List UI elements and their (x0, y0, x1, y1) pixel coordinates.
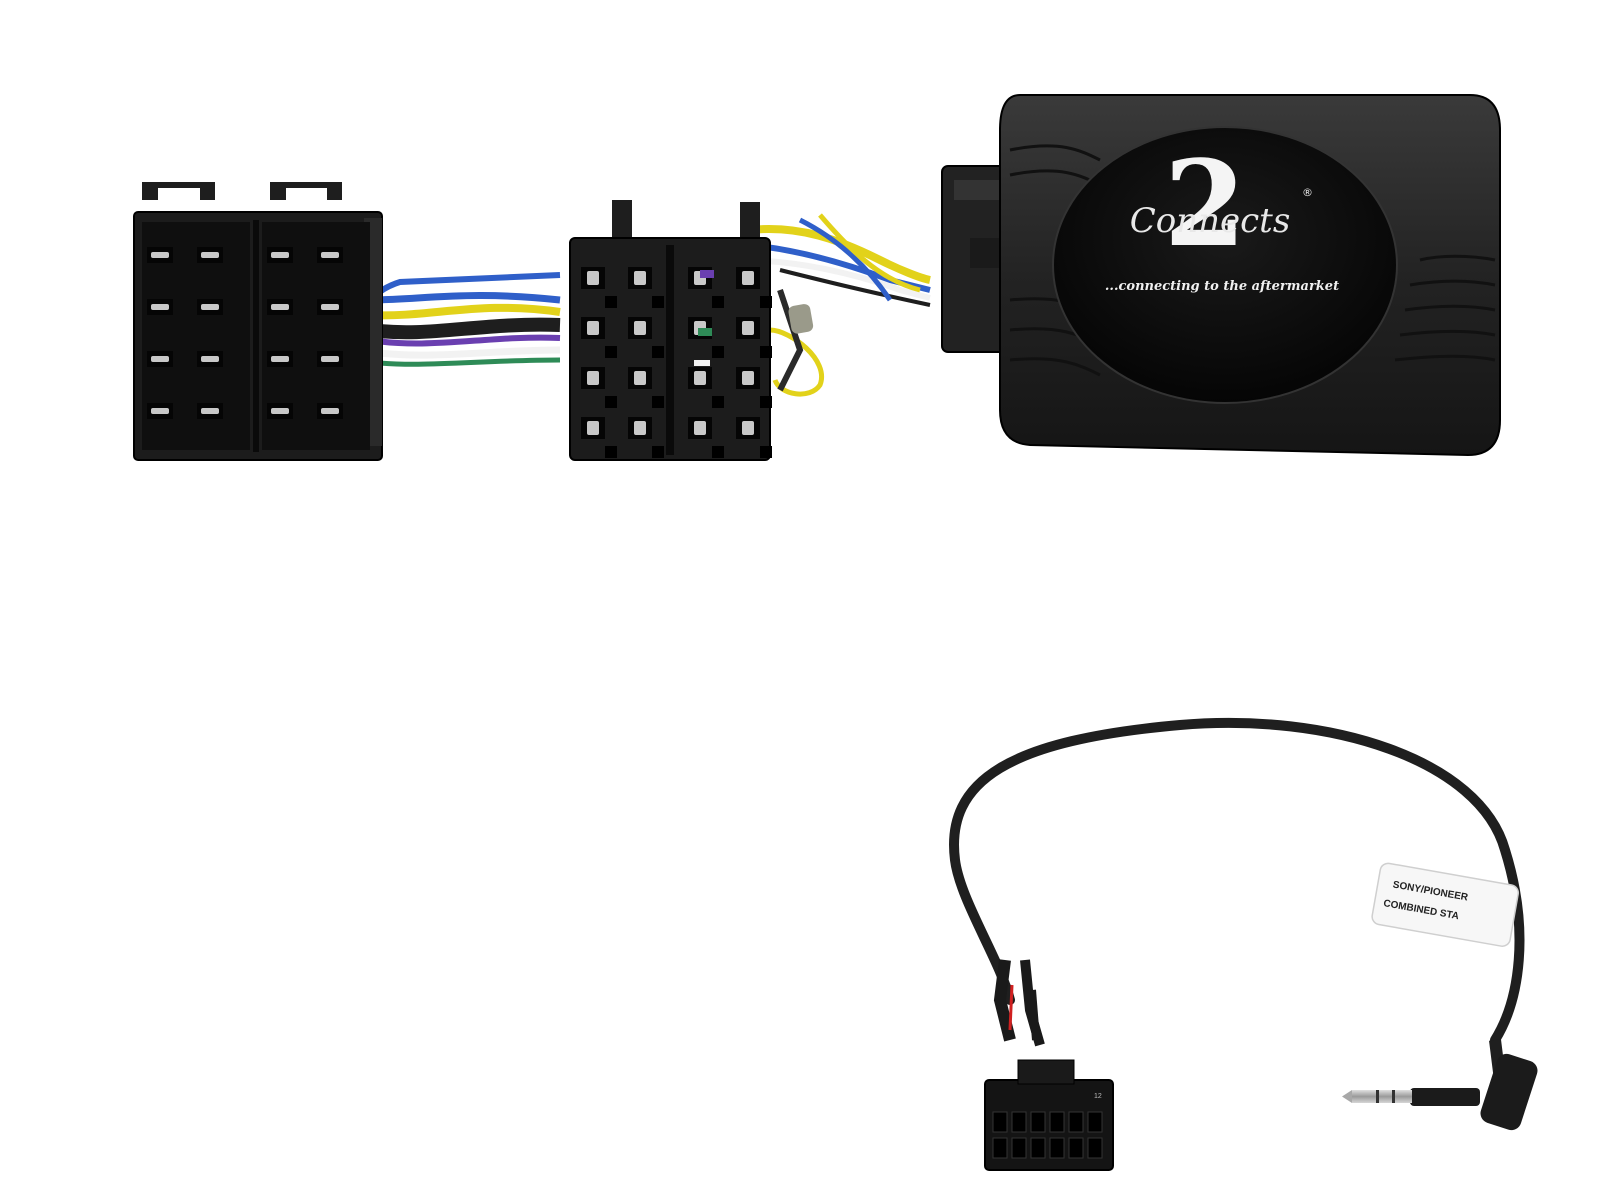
iso-pin (321, 356, 339, 362)
iso-pin (321, 408, 339, 414)
iso-keyhole (605, 396, 617, 408)
iso-pin (694, 421, 706, 435)
iso-pin (271, 356, 289, 362)
iso-pin (634, 321, 646, 335)
iso-pin (742, 321, 754, 335)
plug-pin-cell (1049, 1137, 1065, 1159)
logo-script: Connects (1130, 201, 1291, 241)
iso-pin (742, 371, 754, 385)
iso-pin (634, 271, 646, 285)
plug-pin-cell (1030, 1137, 1046, 1159)
plug-pin-label: 12 (1094, 1093, 1102, 1100)
iso-pin (587, 371, 599, 385)
iso-connector-large (133, 182, 383, 461)
iso-keyhole (652, 446, 664, 458)
iso-connector-small (569, 200, 772, 461)
interface-module: 2 Connects ® ...connecting to the afterm… (941, 94, 1501, 457)
iso-keyhole (712, 446, 724, 458)
iso-pin (321, 304, 339, 310)
iso-pin (201, 356, 219, 362)
iso-keyhole (760, 296, 772, 308)
iso-pin (634, 421, 646, 435)
iso-pin (587, 421, 599, 435)
plug-pin-cell (1068, 1137, 1084, 1159)
cable-label-tag: SONY/PIONEER COMBINED STA (1371, 862, 1519, 947)
iso-pin (201, 252, 219, 258)
iso-keyhole (760, 446, 772, 458)
plug-pin-cell (1030, 1111, 1046, 1133)
iso-keyhole (652, 396, 664, 408)
iso-keyhole (712, 396, 724, 408)
plug-pin-cell (1087, 1137, 1103, 1159)
iso-pin (151, 304, 169, 310)
iso-pin (271, 252, 289, 258)
iso-pin (201, 304, 219, 310)
plug-pin-cell (1011, 1111, 1027, 1133)
logo-two: 2 (1164, 134, 1246, 273)
iso-keyhole (605, 346, 617, 358)
iso-pin (587, 321, 599, 335)
iso-keyhole (712, 296, 724, 308)
iso-pin (694, 371, 706, 385)
plug-pin-cell (1049, 1111, 1065, 1133)
wire-harness (367, 213, 931, 397)
plug-pin-cell (1011, 1137, 1027, 1159)
audio-jack-plug (1342, 1090, 1412, 1103)
iso-keyhole (605, 446, 617, 458)
iso-pin (271, 304, 289, 310)
iso-pin (321, 252, 339, 258)
iso-pin (587, 271, 599, 285)
iso-pin (151, 252, 169, 258)
patch-lead: SONY/PIONEER COMBINED STA 12 (949, 717, 1538, 1171)
iso-pin (742, 421, 754, 435)
plug-pin-cell (992, 1137, 1008, 1159)
iso-pin (151, 408, 169, 414)
iso-keyhole (652, 296, 664, 308)
iso-keyhole (760, 346, 772, 358)
plug-pin-cell (1087, 1111, 1103, 1133)
iso-keyhole (605, 296, 617, 308)
iso-keyhole (652, 346, 664, 358)
iso-pin (201, 408, 219, 414)
plug-pin-cell (1068, 1111, 1084, 1133)
iso-pin (634, 371, 646, 385)
logo-tagline: ...connecting to the aftermarket (1105, 279, 1339, 294)
iso-keyhole (760, 396, 772, 408)
iso-pin (271, 408, 289, 414)
plug-pin-cell (992, 1111, 1008, 1133)
iso-pin (742, 271, 754, 285)
jack-housing (1480, 1053, 1538, 1131)
iso-keyhole (712, 346, 724, 358)
logo-badge (1052, 126, 1398, 404)
registered-mark: ® (1302, 186, 1313, 199)
iso-pin (151, 356, 169, 362)
